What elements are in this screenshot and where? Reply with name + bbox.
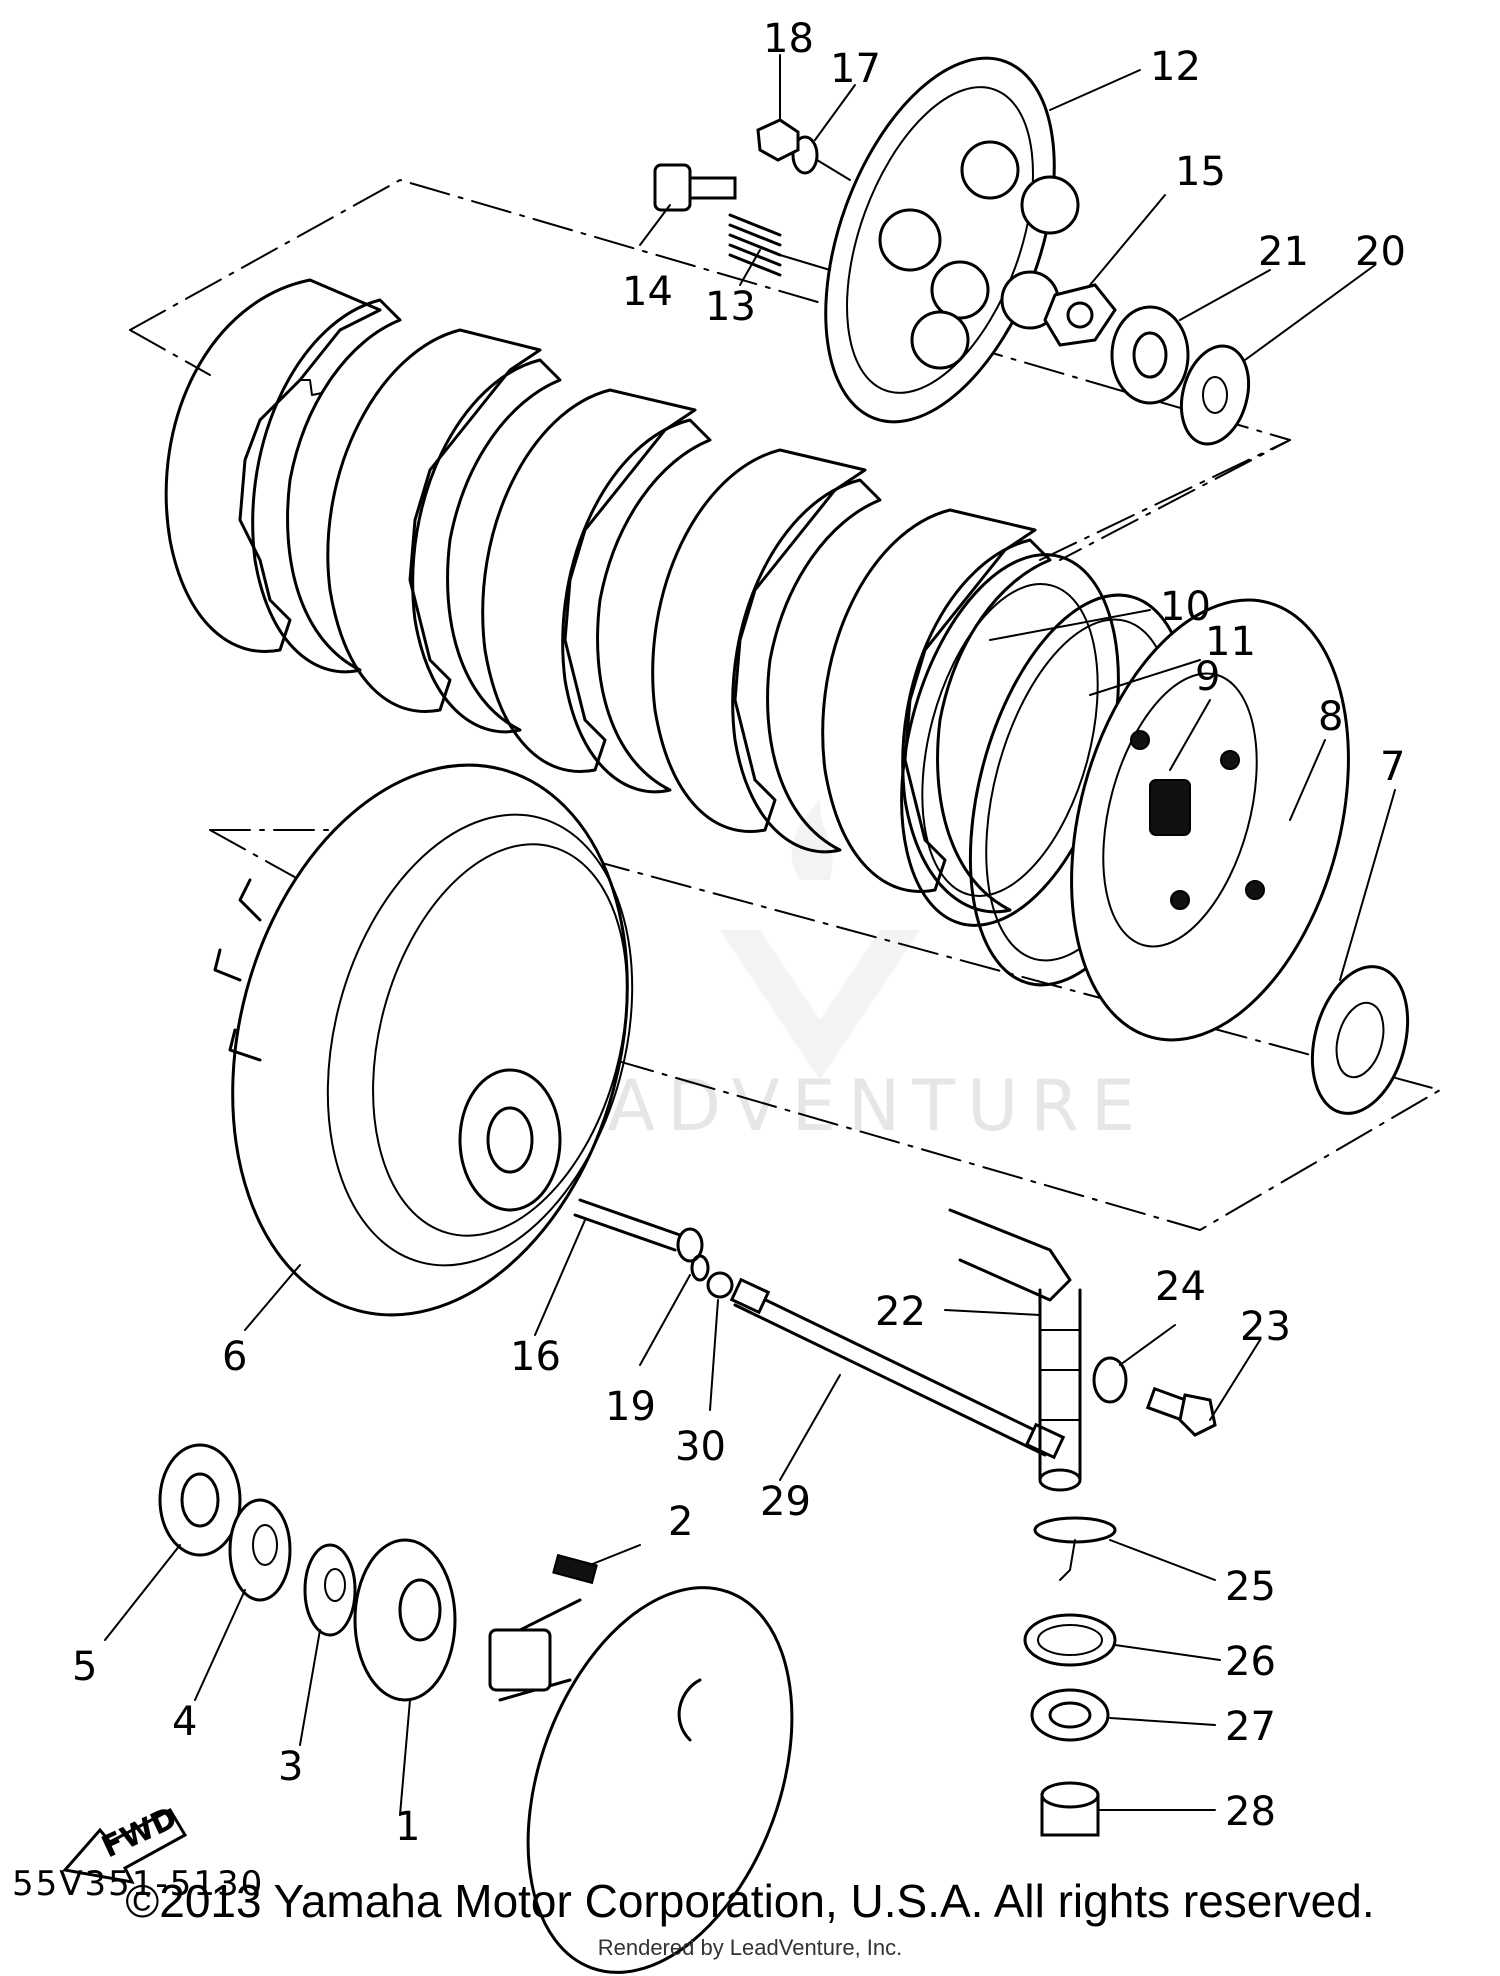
plate-8: [731, 478, 882, 854]
callout-6: 6: [222, 1334, 247, 1380]
callout-16: 16: [510, 1334, 561, 1380]
callout-27: 27: [1225, 1704, 1276, 1750]
fwd-arrow-icon: [62, 1808, 188, 1885]
nut-part-15: [1043, 283, 1117, 347]
callout-25: 25: [1225, 1564, 1276, 1610]
plate-1: [164, 278, 382, 653]
callout-19: 19: [605, 1384, 656, 1430]
bushing-part-28: [1040, 1781, 1100, 1837]
plate-7: [651, 448, 867, 833]
callout-22: 22: [875, 1289, 926, 1335]
callout-5: 5: [72, 1644, 97, 1690]
plate-2: [251, 298, 402, 674]
callout-4: 4: [172, 1699, 197, 1745]
bolt-part-14: [653, 163, 737, 212]
pressure-plate-boundary: [1039, 439, 1291, 561]
plate-3: [326, 328, 542, 713]
callout-28: 28: [1225, 1789, 1276, 1835]
callout-14: 14: [622, 269, 673, 315]
callout-30: 30: [675, 1424, 726, 1470]
nut-part-18: [756, 118, 800, 162]
plate-4: [411, 358, 562, 734]
callout-17: 17: [830, 46, 881, 92]
callout-11: 11: [1205, 619, 1256, 665]
key-part-2: [552, 1553, 598, 1585]
callout-23: 23: [1240, 1304, 1291, 1350]
callout-20: 20: [1355, 229, 1406, 275]
callout-26: 26: [1225, 1639, 1276, 1685]
spring-part-13: [728, 213, 831, 277]
callout-8: 8: [1318, 694, 1343, 740]
callout-18: 18: [763, 16, 814, 62]
callout-13: 13: [705, 284, 756, 330]
lock-washer-part-7: [1310, 965, 1410, 1115]
plate-9: [821, 508, 1037, 893]
leader-lines: [104, 54, 1396, 1816]
plate-5: [481, 388, 697, 773]
crankshaft-web: [488, 1586, 794, 1974]
callout-12: 12: [1150, 44, 1201, 90]
diagram-code: 55V351-5130: [12, 1864, 264, 1904]
plate-10: [901, 538, 1052, 914]
pressure-plate-part-12: [824, 56, 1080, 424]
lock-washer-part-4: [228, 1498, 292, 1602]
ball-part-30: [706, 1271, 734, 1299]
callout-1: 1: [395, 1804, 420, 1850]
oring-part-19: [690, 1254, 710, 1282]
callout-29: 29: [760, 1479, 811, 1525]
lock-washer-part-20: [1179, 344, 1251, 446]
plate-6: [561, 418, 712, 794]
bolt-part-23: [1145, 1386, 1217, 1437]
callout-10: 10: [1160, 584, 1211, 630]
callout-15: 15: [1175, 149, 1226, 195]
callout-2: 2: [668, 1499, 693, 1545]
clutch-housing-part-6: [213, 763, 634, 1317]
callout-21: 21: [1258, 229, 1309, 275]
washer-part-5: [158, 1443, 242, 1557]
watermark-logo: [720, 800, 920, 1080]
callout-24: 24: [1155, 1264, 1206, 1310]
washer-part-17: [791, 135, 851, 181]
spring-part-25: [1033, 1516, 1117, 1581]
circlip-part-26: [1023, 1613, 1117, 1667]
callout-labels: 1 2 3 4 5 6 7 8 9 10 11 12 13 14 15 16 1…: [72, 16, 1406, 1850]
washer-part-3: [303, 1543, 357, 1637]
washer-part-24: [1092, 1356, 1128, 1404]
callout-7: 7: [1380, 744, 1405, 790]
callout-9: 9: [1195, 654, 1220, 700]
push-rod-part-16: [573, 1198, 704, 1263]
rendered-by-notice: Rendered by LeadVenture, Inc.: [597, 1935, 903, 1960]
primary-drive-gear-part-1: [353, 1538, 457, 1702]
clutch-boss-part-8: [1070, 598, 1350, 1042]
push-lever-shaft-part-22: [948, 1208, 1082, 1492]
oil-seal-part-27: [1030, 1688, 1110, 1742]
push-rod-part-29: [729, 1277, 1066, 1460]
copyright-notice: ©2013 Yamaha Motor Corporation, U.S.A. A…: [125, 1875, 1375, 1927]
bearing-part-21: [1110, 305, 1190, 405]
callout-3: 3: [278, 1744, 303, 1790]
